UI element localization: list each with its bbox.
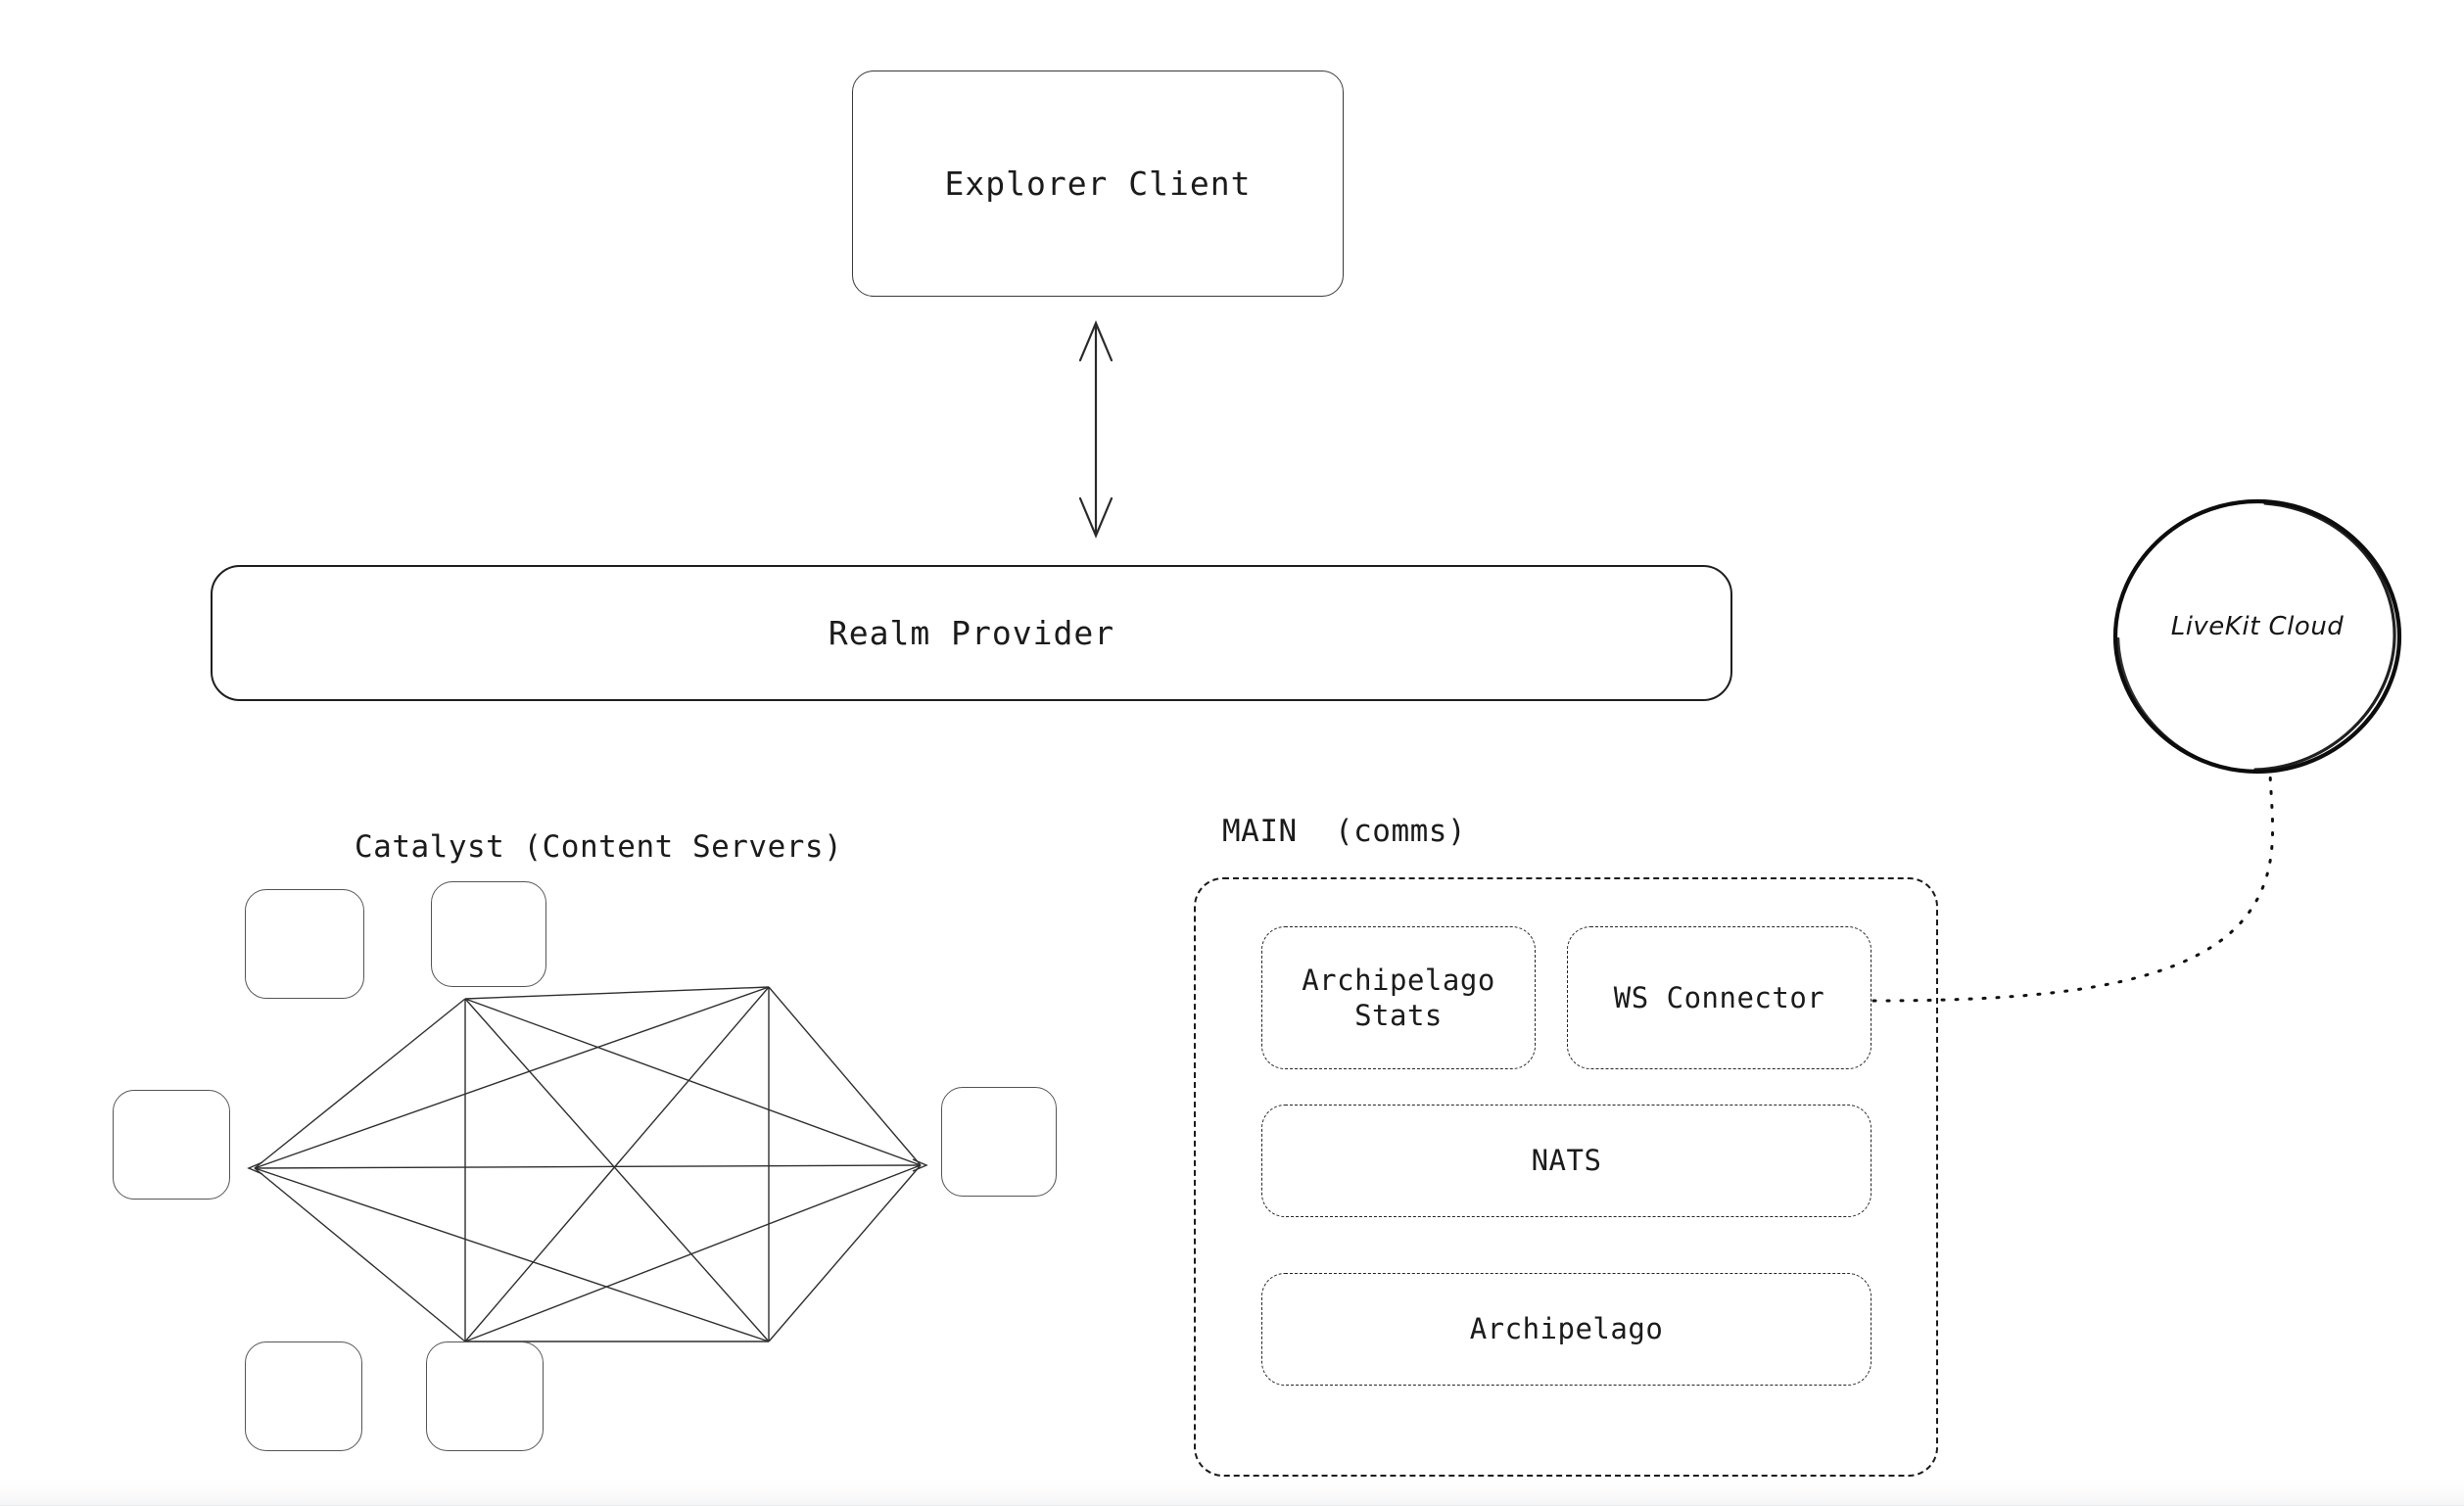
catalyst-cluster: [113, 881, 1107, 1451]
catalyst-node-5[interactable]: [245, 1341, 362, 1451]
node-archipelago-label: Archipelago: [1469, 1312, 1664, 1346]
node-nats[interactable]: NATS: [1261, 1105, 1872, 1217]
catalyst-node-2[interactable]: [431, 881, 546, 987]
catalyst-node-3[interactable]: [113, 1090, 230, 1200]
node-livekit-cloud[interactable]: LiveKit Cloud: [2101, 490, 2414, 783]
node-realm-provider[interactable]: Realm Provider: [211, 565, 1732, 701]
page-bottom-band: [0, 1480, 2464, 1506]
node-nats-label: NATS: [1531, 1144, 1602, 1178]
catalyst-node-6[interactable]: [426, 1341, 544, 1451]
node-archipelago[interactable]: Archipelago: [1261, 1273, 1872, 1386]
node-explorer-client-label: Explorer Client: [944, 165, 1252, 203]
node-ws-connector[interactable]: WS Connector: [1567, 926, 1872, 1069]
connector-explorer-realm: [1078, 320, 1114, 539]
livekit-cloud-circle-icon: [2112, 498, 2402, 775]
node-archipelago-stats[interactable]: Archipelago Stats: [1261, 926, 1536, 1069]
catalyst-node-1[interactable]: [245, 889, 364, 999]
node-archipelago-stats-label: Archipelago Stats: [1302, 963, 1495, 1032]
node-ws-connector-label: WS Connector: [1613, 980, 1825, 1014]
main-section-title: MAIN (comms): [1222, 814, 1467, 849]
catalyst-section-title: Catalyst (Content Servers): [355, 829, 843, 865]
catalyst-node-4[interactable]: [941, 1087, 1057, 1197]
node-livekit-cloud-label: LiveKit Cloud: [2170, 612, 2345, 641]
node-explorer-client[interactable]: Explorer Client: [852, 71, 1344, 297]
node-realm-provider-label: Realm Provider: [828, 614, 1115, 652]
